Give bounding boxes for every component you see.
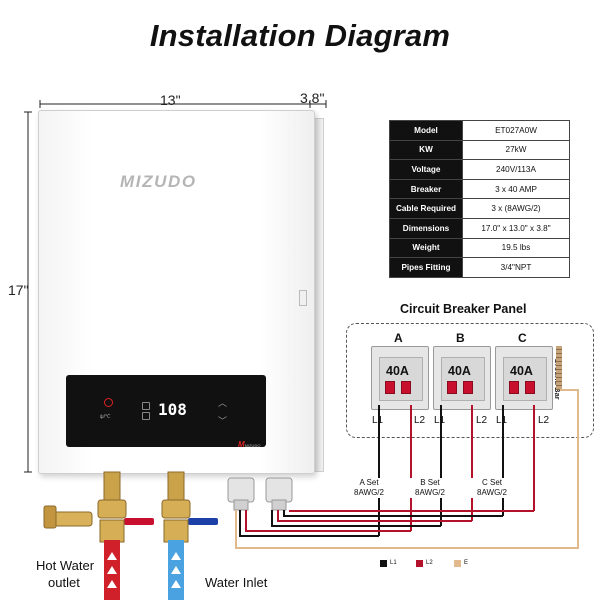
spec-value: ET027A0W xyxy=(462,120,570,141)
power-icon[interactable] xyxy=(104,398,113,407)
cable-set-name: A Set xyxy=(359,478,379,487)
breaker-terminal-l1: L1 xyxy=(372,415,384,426)
breaker-terminal-l1: L1 xyxy=(496,415,508,426)
breaker-switch-left xyxy=(447,381,457,394)
brand-logo: MIZUDO xyxy=(120,172,197,191)
spec-value: 240V/113A xyxy=(462,159,570,180)
breaker-switch-right xyxy=(525,381,535,394)
breaker-rating: 40A xyxy=(448,364,471,378)
legend-label: L2 xyxy=(426,560,433,566)
circuit-breaker[interactable] xyxy=(433,346,491,410)
indicator-bottom-icon xyxy=(142,412,150,420)
breaker-terminal-l2: L2 xyxy=(538,415,550,426)
breaker-switch-left xyxy=(509,381,519,394)
breaker-rating: 40A xyxy=(386,364,409,378)
breaker-switch-right xyxy=(463,381,473,394)
breaker-letter: A xyxy=(394,331,403,345)
control-panel xyxy=(66,375,266,447)
temperature-display: 108 xyxy=(158,400,187,419)
up-arrow-icon[interactable]: ︿ xyxy=(218,398,228,408)
panel-badge: MMIZUDO xyxy=(238,440,261,449)
page-title: Installation Diagram xyxy=(149,18,451,53)
water-inlet-label: Water Inlet xyxy=(205,575,268,590)
breaker-terminal-l2: L2 xyxy=(414,415,426,426)
heater-side-panel xyxy=(313,118,324,472)
spec-value: 3 x (8AWG/2) xyxy=(462,198,570,219)
cable-set-name: B Set xyxy=(420,478,440,487)
spec-key: Cable Required xyxy=(389,198,463,219)
breaker-letter: C xyxy=(518,331,527,345)
cold-flow-arrows xyxy=(171,552,181,588)
breaker-terminal-l2: L2 xyxy=(476,415,488,426)
hot-water-label-line1: Hot Water xyxy=(36,558,95,573)
legend-swatch xyxy=(454,560,461,567)
legend-swatch xyxy=(416,560,423,567)
legend-swatch xyxy=(380,560,387,567)
cold-water-pipe xyxy=(161,471,218,600)
height-dimension: 17" xyxy=(8,282,29,298)
spec-key: Breaker xyxy=(389,178,463,200)
breaker-terminal-l1: L1 xyxy=(434,415,446,426)
breaker-letter: B xyxy=(456,331,465,345)
breaker-panel-outline xyxy=(346,323,594,438)
hot-flow-arrows xyxy=(107,552,117,588)
cable-set-gauge: 8AWG/2 xyxy=(477,488,507,497)
spec-key: Pipes Fitting xyxy=(389,257,463,278)
legend-label: L1 xyxy=(390,560,397,566)
cable-set-gauge: 8AWG/2 xyxy=(354,488,384,497)
depth-dimension: 3.8" xyxy=(300,90,325,106)
ground-bar xyxy=(556,346,562,390)
breaker-panel-title: Circuit Breaker Panel xyxy=(400,302,527,316)
mode-button-label: ψ/℃ xyxy=(100,414,111,420)
spec-key: Voltage xyxy=(389,159,463,180)
indicator-top-icon xyxy=(142,402,150,410)
cable-set-name: C Set xyxy=(481,478,502,487)
down-arrow-icon[interactable]: ﹀ xyxy=(218,416,228,426)
spec-value: 3 x 40 AMP xyxy=(462,178,570,200)
hot-water-label-line2: outlet xyxy=(48,575,80,590)
breaker-switch-left xyxy=(385,381,395,394)
breaker-rating: 40A xyxy=(510,364,533,378)
spec-value: 3/4"NPT xyxy=(462,257,570,278)
breaker-switch-right xyxy=(401,381,411,394)
cable-glands xyxy=(227,477,293,511)
spec-value: 27kW xyxy=(462,139,570,161)
side-latch xyxy=(299,290,307,306)
cable-set-gauge: 8AWG/2 xyxy=(415,488,445,497)
spec-value: 17.0" x 13.0" x 3.8" xyxy=(462,217,570,239)
legend-label: E xyxy=(464,560,469,566)
circuit-breaker[interactable] xyxy=(371,346,429,410)
